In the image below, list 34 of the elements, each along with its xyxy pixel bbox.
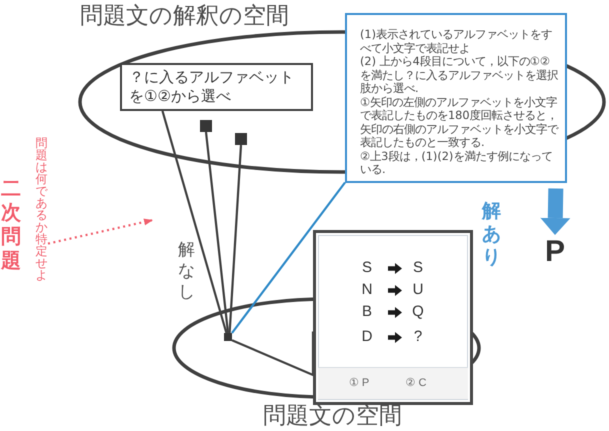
callout-text: ①矢印の左側のアルファベットを小文字で表記したものを180度回転させると，矢印の右側のアルファベットを小文字で表記したものと一致する. bbox=[360, 96, 560, 150]
question-box: ？に入るアルファベットを①②から選べ bbox=[120, 63, 313, 111]
connector-line bbox=[161, 110, 228, 334]
callout-tail bbox=[232, 332, 314, 377]
letter-text: S bbox=[412, 258, 424, 278]
callout-text: ②上3段は，(1)(2)を満たす例になっている. bbox=[360, 150, 554, 176]
callout-text: (2) 上から4段目について，以下の①②を満たし？に入るアルファベットを選択肢から選べ. bbox=[360, 55, 559, 96]
point-marker bbox=[224, 333, 232, 341]
arrow bbox=[540, 188, 570, 235]
option-text: ② C bbox=[406, 376, 426, 390]
point-marker bbox=[200, 120, 212, 132]
connector-line bbox=[228, 144, 242, 334]
arrow bbox=[48, 218, 154, 245]
letter-text: N bbox=[360, 280, 374, 300]
letter-text: ? bbox=[412, 327, 424, 347]
region-title: 問題文の解釈の空間 bbox=[80, 3, 289, 30]
letter-text: D bbox=[360, 327, 374, 347]
option-text: ① P bbox=[348, 376, 370, 390]
edge-label: 解なし bbox=[177, 240, 196, 303]
answer-letter: P bbox=[541, 237, 569, 267]
instruction-text: 問題は何であるか特定せよ bbox=[35, 137, 48, 281]
letter-text: S bbox=[360, 258, 373, 278]
callout-box bbox=[345, 13, 567, 182]
edge-label: 解あり bbox=[481, 200, 502, 269]
leader-line bbox=[231, 182, 346, 334]
letter-text: B bbox=[360, 302, 373, 322]
callout-text: (1)表示されているアルファベットをすべて小文字で表記せよ bbox=[360, 28, 554, 55]
letter-text: Q bbox=[411, 302, 425, 322]
region-title: 問題文の空間 bbox=[263, 403, 402, 430]
options-bar bbox=[318, 367, 468, 399]
connector-line bbox=[204, 132, 230, 334]
point-marker bbox=[235, 133, 247, 145]
side-heading: 二次問題 bbox=[0, 176, 22, 272]
letter-text: U bbox=[412, 280, 424, 300]
